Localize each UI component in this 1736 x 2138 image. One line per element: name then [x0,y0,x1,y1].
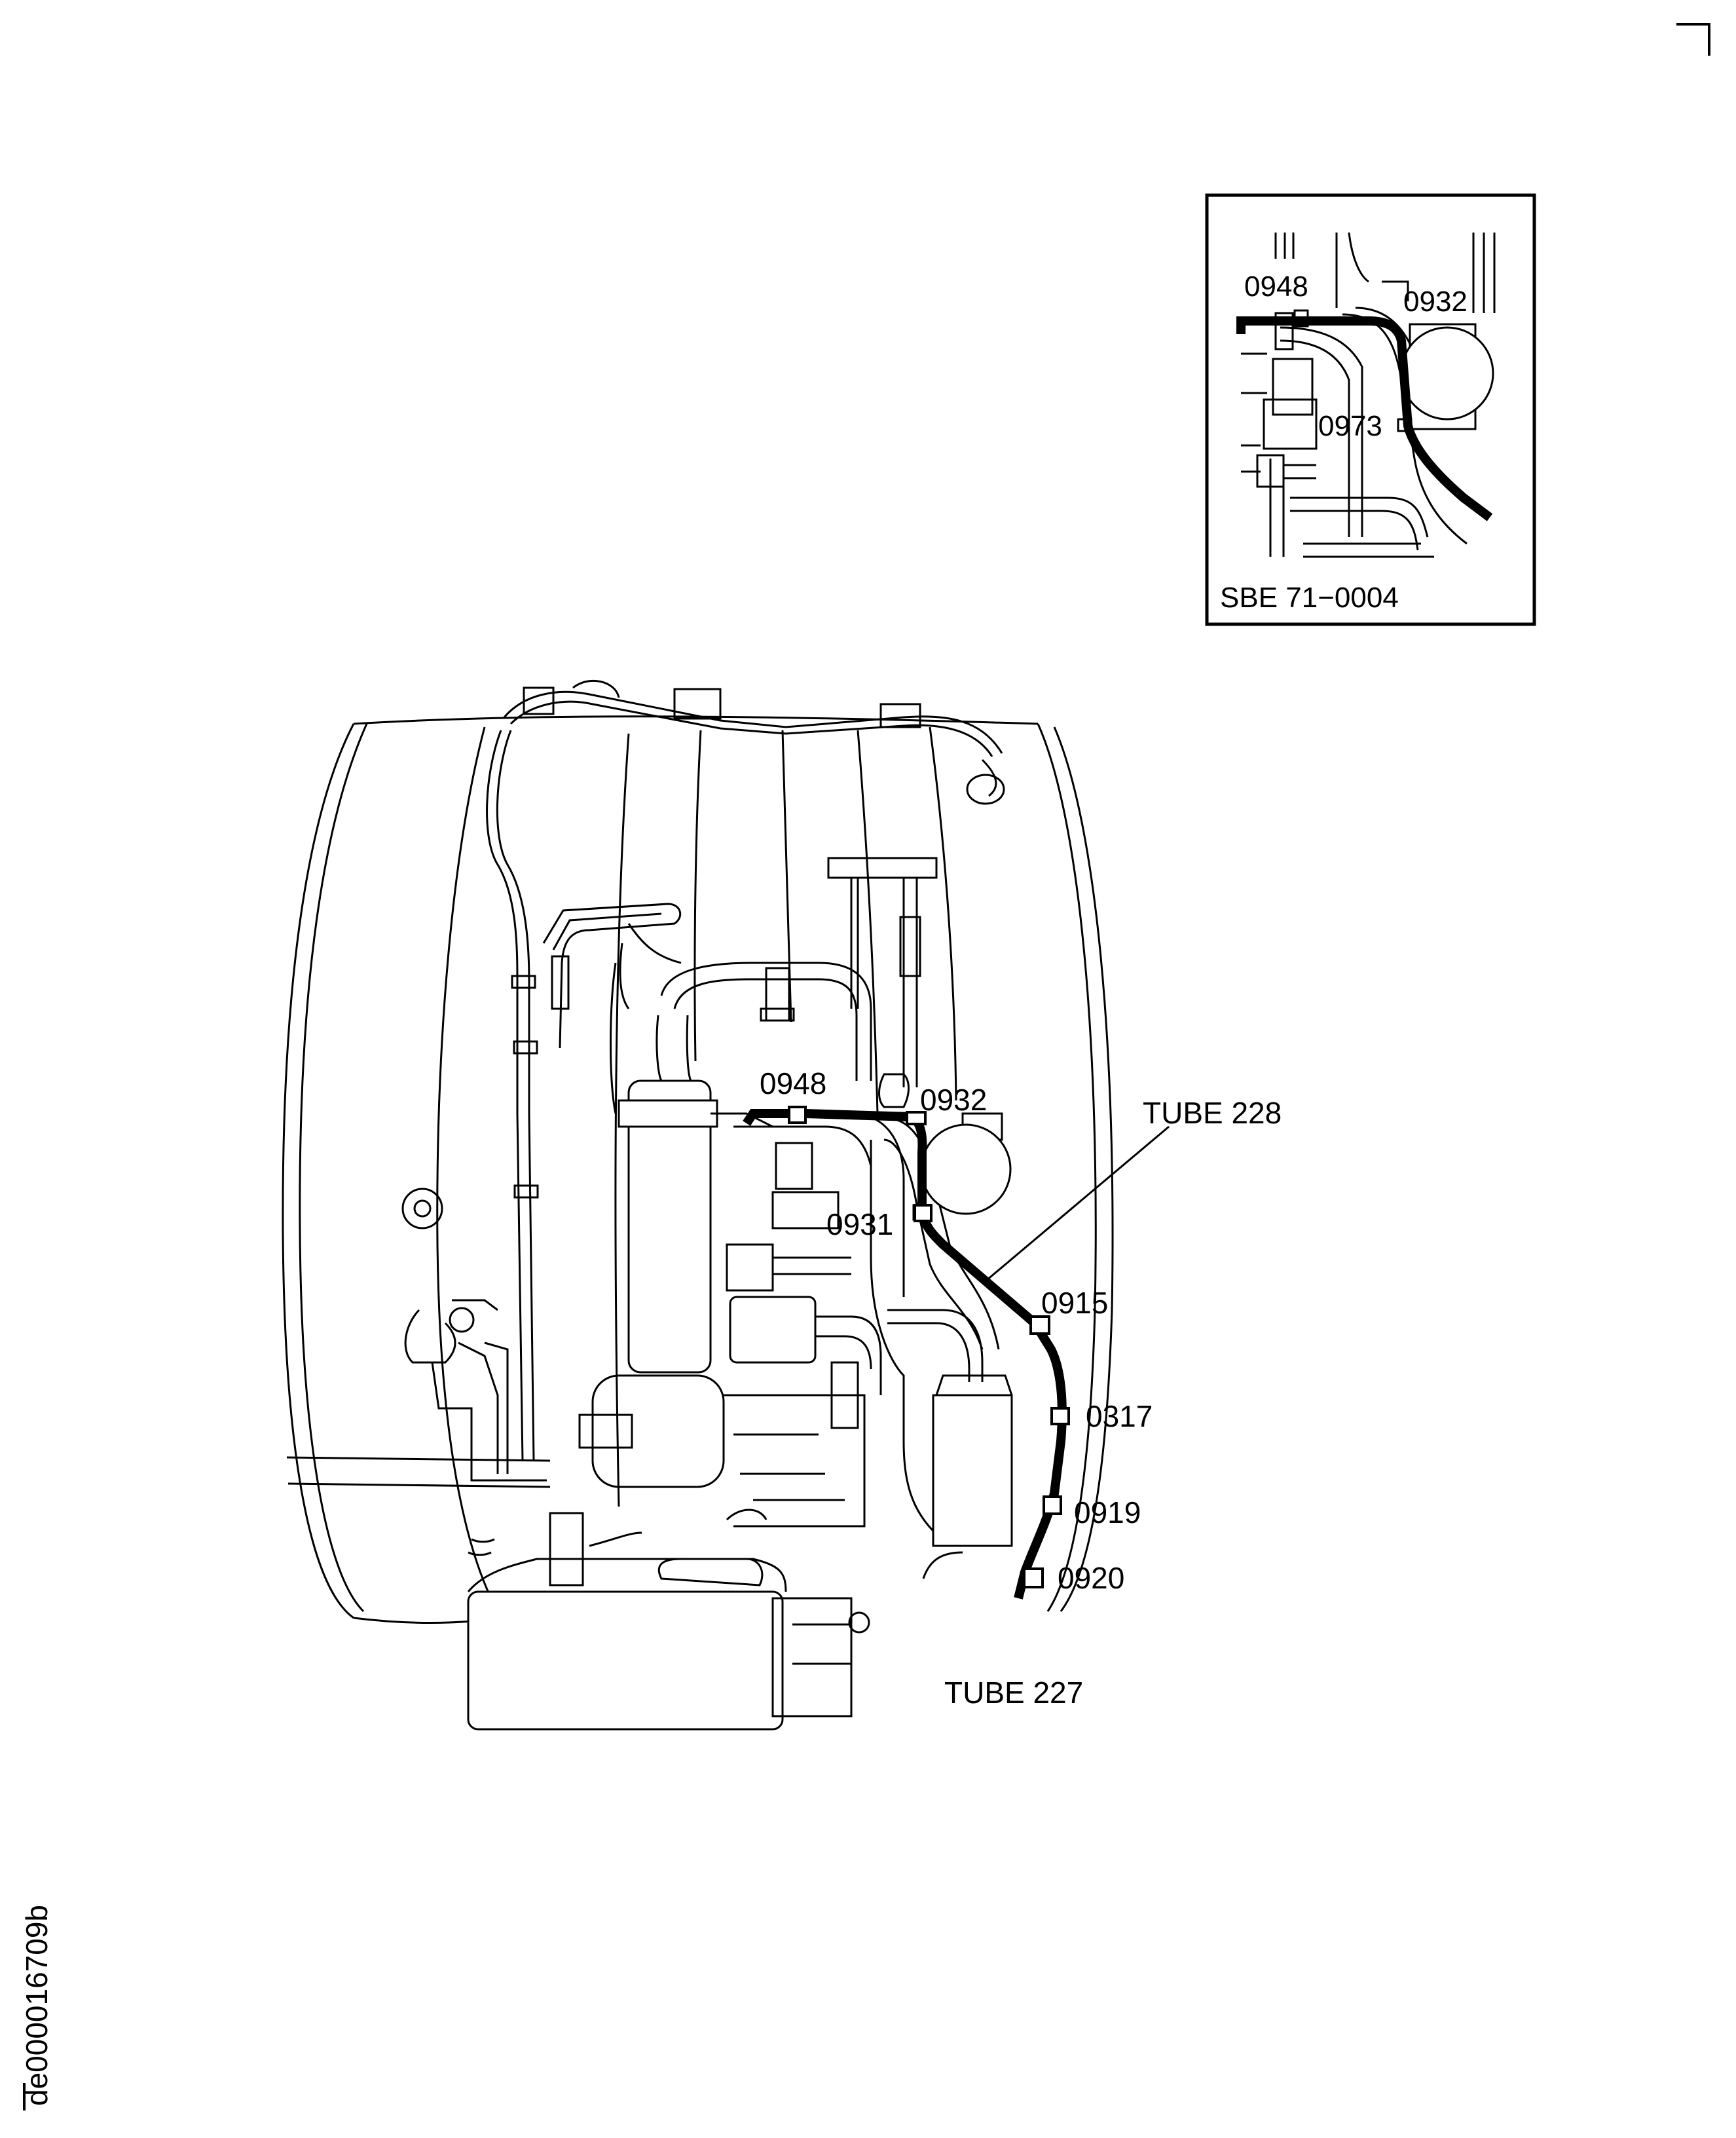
inset-caption: SBE 71−0004 [1220,582,1399,614]
inset-callout-0932: 0932 [1403,286,1468,318]
inset-highlighted-tube [1236,316,1493,521]
callout-0317: 0317 [1086,1399,1153,1433]
inset-callout-0973: 0973 [1318,410,1382,442]
inset-frame [1205,193,1536,626]
canister [627,1079,712,1374]
engine-casing [282,715,1114,1624]
callout-0915: 0915 [1041,1286,1108,1320]
callout-0920: 0920 [1058,1561,1124,1595]
callout-0948: 0948 [760,1066,826,1100]
callout-0931: 0931 [826,1207,893,1241]
tube-228-leader-line [982,1125,1170,1285]
top-wiring-harness [486,679,1005,1461]
inset-detail: 0948 0932 0973 SBE 71−0004 [1205,193,1536,626]
callout-0919: 0919 [1074,1495,1141,1529]
central-components [467,857,1013,1731]
inset-callout-0948: 0948 [1244,271,1308,303]
tube-227-highlight [1014,1321,1067,1600]
oil-tank [467,1590,784,1731]
label-tube-227: TUBE 227 [944,1676,1083,1710]
corner-crop-mark-top-right [1676,23,1710,56]
callout-0932: 0932 [920,1083,987,1117]
highlighted-tubes [743,1106,1070,1600]
document-id: de000016709b [20,1905,54,2106]
label-tube-228: TUBE 228 [1143,1096,1282,1130]
left-fuel-lines [404,903,682,1482]
